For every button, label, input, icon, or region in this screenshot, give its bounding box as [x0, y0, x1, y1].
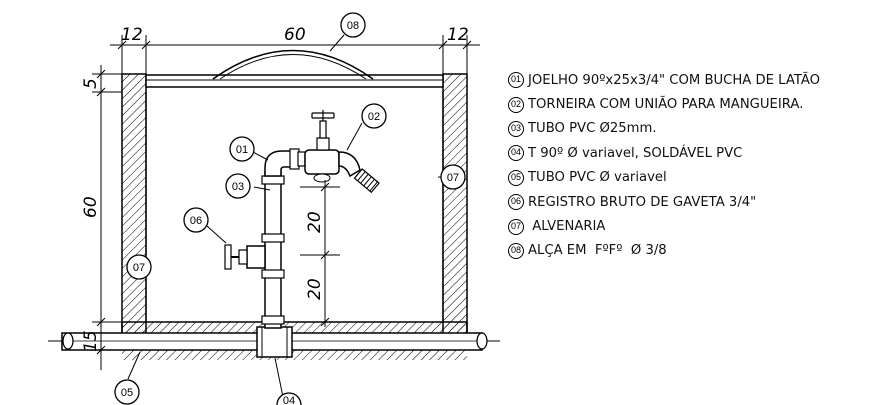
svg-text:07: 07	[447, 172, 459, 184]
handle-arc-inner	[219, 54, 367, 80]
base-slab-lower	[122, 350, 467, 360]
legend-text: TUBO PVC Ø25mm.	[528, 121, 657, 137]
svg-text:06: 06	[190, 215, 202, 227]
svg-text:02: 02	[368, 111, 380, 123]
callout-02: 02	[361, 103, 387, 129]
svg-text:08: 08	[347, 20, 359, 32]
dim-top-thickness: 5	[81, 78, 101, 89]
svg-text:07: 07	[133, 262, 145, 274]
legend-text: ALVENARIA	[528, 219, 606, 235]
left-wall	[121, 73, 147, 335]
top-dimensions	[110, 35, 480, 74]
legend-text: TUBO PVC Ø variavel	[528, 170, 667, 186]
callout-leaders	[127, 34, 443, 398]
dim-pipe-spacing-lower: 20	[305, 278, 325, 300]
svg-text:01: 01	[236, 144, 248, 156]
legend-item: 03 TUBO PVC Ø25mm.	[508, 117, 820, 141]
faucet-02	[304, 110, 380, 194]
legend-item: 01 JOELHO 90ºx25x3/4" COM BUCHA DE LATÃO	[508, 68, 820, 92]
masonry-walls	[121, 73, 468, 360]
dim-width-center: 60	[284, 25, 306, 45]
svg-text:03: 03	[232, 181, 244, 193]
elbow-01	[264, 148, 306, 177]
callout-06: 06	[183, 207, 209, 233]
legend-item: 05 TUBO PVC Ø variavel	[508, 166, 820, 190]
legend-number: 04	[508, 145, 524, 162]
legend-number: 01	[508, 72, 524, 89]
lid	[145, 49, 444, 88]
tee-04	[256, 326, 293, 358]
legend-text: ALÇA EM FºFº Ø 3/8	[528, 243, 667, 259]
callout-07-right: 07	[440, 164, 466, 190]
legend-item: 08 ALÇA EM FºFº Ø 3/8	[508, 239, 820, 263]
center-dimensions	[300, 180, 340, 327]
svg-text:05: 05	[121, 387, 133, 399]
callout-01: 01	[229, 136, 255, 162]
dim-width-left: 12	[121, 25, 143, 45]
dim-width-right: 12	[447, 25, 469, 45]
callout-08: 08	[340, 12, 366, 38]
legend-text: T 90º Ø variavel, SOLDÁVEL PVC	[528, 145, 743, 161]
legend-text: JOELHO 90ºx25x3/4" COM BUCHA DE LATÃO	[528, 72, 821, 88]
dim-pipe-spacing-upper: 20	[305, 211, 325, 233]
legend-item: 07 ALVENARIA	[508, 214, 820, 238]
svg-text:04: 04	[283, 395, 295, 405]
dim-height-inner: 60	[81, 196, 101, 218]
callout-07-left: 07	[126, 254, 152, 280]
legend-number: 06	[508, 194, 524, 211]
legend-number: 08	[508, 242, 524, 259]
right-wall	[442, 73, 468, 335]
callout-04: 04	[276, 392, 302, 405]
legend: 01 JOELHO 90ºx25x3/4" COM BUCHA DE LATÃO…	[508, 68, 820, 263]
callout-03: 03	[225, 173, 251, 199]
legend-item: 02 TORNEIRA COM UNIÃO PARA MANGUEIRA.	[508, 92, 820, 116]
legend-item: 04 T 90º Ø variavel, SOLDÁVEL PVC	[508, 141, 820, 165]
legend-number: 07	[508, 218, 524, 235]
legend-text: REGISTRO BRUTO DE GAVETA 3/4"	[528, 194, 757, 210]
handle-arc	[212, 49, 374, 80]
left-dimensions	[62, 65, 122, 370]
dim-base-thickness: 15	[81, 330, 101, 352]
legend-number: 02	[508, 96, 524, 113]
legend-text: TORNEIRA COM UNIÃO PARA MANGUEIRA.	[528, 97, 804, 113]
legend-number: 03	[508, 120, 524, 137]
legend-item: 06 REGISTRO BRUTO DE GAVETA 3/4"	[508, 190, 820, 214]
callout-05: 05	[114, 379, 140, 405]
legend-number: 05	[508, 169, 524, 186]
vertical-pipe-03	[261, 171, 285, 329]
valve-06	[224, 244, 266, 270]
